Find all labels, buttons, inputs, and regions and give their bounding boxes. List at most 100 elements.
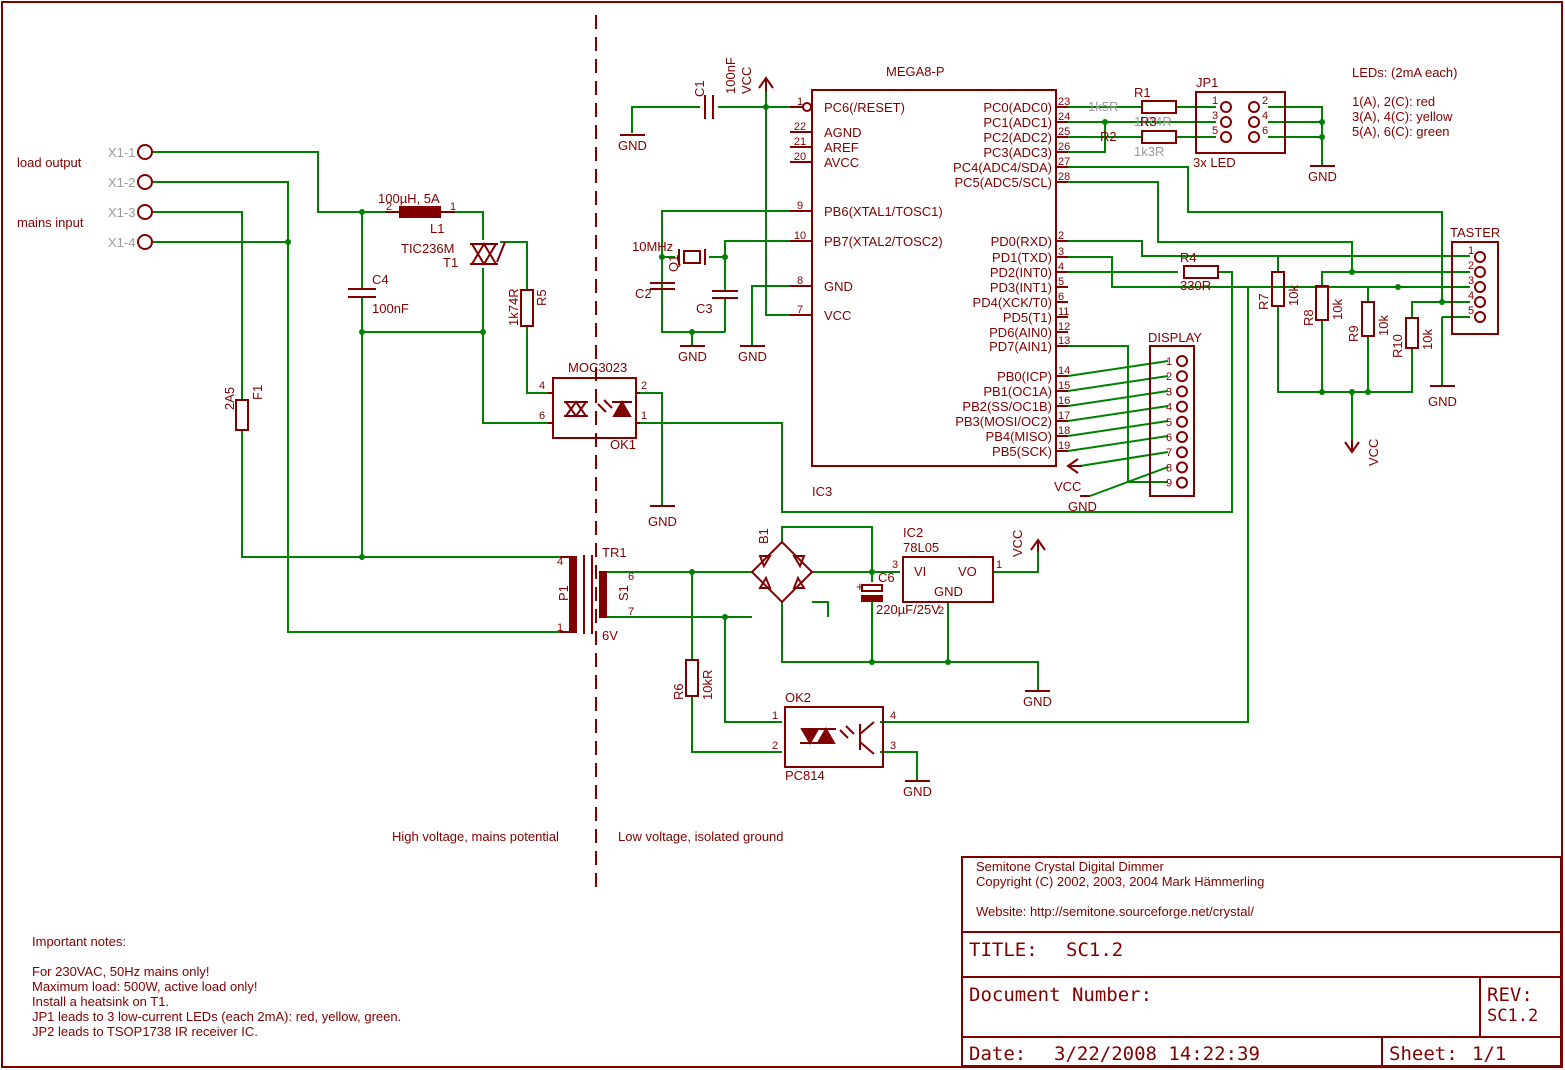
regulator-ic2: IC2 78L05 VI VO GND 3 1 2	[892, 525, 1002, 617]
display-pin-number: 8	[1166, 462, 1172, 474]
tr1-secondary: S1	[616, 585, 631, 601]
connector-taster: TASTER 1 2 3 4 5	[1450, 225, 1500, 335]
l1-pin2: 2	[386, 201, 392, 213]
project-name: Semitone Crystal Digital Dimmer	[976, 859, 1164, 874]
mcu-pin-label: PD0(RXD)	[991, 234, 1052, 249]
vcc-label-reset: VCC	[739, 67, 754, 94]
note-load: Maximum load: 500W, active load only!	[32, 979, 257, 994]
vcc-label-taster: VCC	[1366, 439, 1381, 466]
x1-pin-4-label: X1-4	[108, 235, 135, 250]
mcu-pin-number: 18	[1058, 425, 1070, 437]
mcu-pin-number: 21	[794, 136, 806, 148]
jp1-pin-5: 5	[1212, 125, 1218, 137]
mcu-pin-number: 6	[1058, 291, 1064, 303]
mcu-pin-number: 7	[797, 304, 803, 316]
display-pin	[1176, 400, 1188, 413]
display-pin-number: 1	[1166, 356, 1172, 368]
display-pin	[1176, 385, 1188, 398]
tr1-value: 6V	[602, 628, 618, 643]
jp1-pin-1: 1	[1212, 95, 1218, 107]
display-pin-number: 7	[1166, 447, 1172, 459]
r2-value: 1k3R	[1134, 144, 1164, 159]
taster-name: TASTER	[1450, 225, 1500, 240]
tr1-primary: P1	[556, 585, 571, 601]
c6-value: 220µF/25V	[876, 602, 940, 617]
date-label: Date:	[969, 1043, 1026, 1065]
r8-value: 10k	[1330, 299, 1345, 320]
mcu-pin-label: PB7(XTAL2/TOSC2)	[824, 234, 943, 249]
taster-pin-2: 2	[1468, 260, 1474, 272]
mcu-pin-number: 14	[1058, 365, 1070, 377]
c6-name: C6	[878, 570, 895, 585]
gnd-label-ok1: GND	[648, 514, 677, 529]
gnd-label-crystal: GND	[678, 349, 707, 364]
display-pin	[1176, 446, 1188, 459]
mcu-pin-label: PC2(ADC2)	[983, 130, 1052, 145]
mcu-pin-number: 23	[1058, 96, 1070, 108]
header-jp1: JP1 3x LED 1 2 3 4 5 6	[1193, 75, 1286, 170]
ic2-pin-1: 1	[996, 559, 1002, 571]
r2-name: R2	[1100, 129, 1117, 144]
note-heatsink: Install a heatsink on T1.	[32, 994, 169, 1009]
ok1-pin-1: 1	[641, 410, 647, 422]
ic2-pin-3: 3	[892, 559, 898, 571]
led-note-yellow: 3(A), 4(C): yellow	[1352, 109, 1453, 124]
crystal-q1: 10MHz Q1	[632, 239, 706, 272]
document-number-label: Document Number:	[969, 984, 1152, 1006]
ok2-pin-1: 1	[772, 710, 778, 722]
q1-name: Q1	[666, 255, 681, 272]
mcu-pin-number: 1	[797, 96, 803, 108]
mcu-pin-number: 27	[1058, 156, 1070, 168]
mcu-pin-label: PD2(INT0)	[990, 265, 1052, 280]
mcu-pin-label: PB4(MISO)	[986, 429, 1052, 444]
ok2-pin-3: 3	[890, 740, 896, 752]
led-note-title: LEDs: (2mA each)	[1352, 65, 1458, 80]
jp1-name: JP1	[1196, 75, 1218, 90]
r7-value: 10k	[1286, 285, 1301, 306]
copyright: Copyright (C) 2002, 2003, 2004 Mark Hämm…	[976, 874, 1264, 889]
ok2-pin-2: 2	[772, 740, 778, 752]
zone-low-voltage: Low voltage, isolated ground	[618, 829, 784, 844]
title-value: SC1.2	[1066, 939, 1123, 961]
mcu-pin-label: PB2(SS/OC1B)	[962, 399, 1052, 414]
gnd-label-jp1: GND	[1308, 169, 1337, 184]
led-note-green: 5(A), 6(C): green	[1352, 124, 1450, 139]
resistor-r1: R1 1k5R	[1088, 85, 1177, 114]
ok1-pin-2: 2	[641, 380, 647, 392]
display-pin-number: 5	[1166, 417, 1172, 429]
optocoupler-ok2: OK2 PC814 1 2 4 3	[772, 690, 896, 783]
display-pin	[1176, 355, 1188, 367]
mcu-pin-number: 16	[1058, 395, 1070, 407]
l1-pin1: 1	[450, 201, 456, 213]
ic2-value: 78L05	[903, 540, 939, 555]
mcu-pin-number: 4	[1058, 261, 1064, 273]
mcu-pin-number: 10	[794, 230, 806, 242]
note-title: Important notes:	[32, 934, 126, 949]
jp1-pin-3: 3	[1212, 110, 1218, 122]
mcu-pin-number: 5	[1058, 276, 1064, 288]
revision-label: REV:	[1487, 984, 1533, 1006]
vcc-label-regulator: VCC	[1010, 530, 1025, 557]
mcu-pin-number: 8	[797, 275, 803, 287]
r5-value: 1k74R	[506, 288, 521, 326]
resistor-r10: R10 10k	[1390, 317, 1435, 358]
mcu-pin-number: 20	[794, 151, 806, 163]
r8-name: R8	[1301, 309, 1316, 326]
display-name: DISPLAY	[1148, 330, 1202, 345]
r6-value: 10kR	[700, 670, 715, 700]
t1-value: TIC236M	[401, 241, 454, 256]
mcu-pin-label: PC4(ADC4/SDA)	[953, 160, 1052, 175]
tr1-pin-6: 6	[628, 571, 634, 583]
wires	[153, 90, 1470, 780]
note-jp2: JP2 leads to TSOP1738 IR receiver IC.	[32, 1024, 258, 1039]
r3-value: 1k74R	[1134, 114, 1172, 129]
bridge-b1: B1	[750, 528, 814, 604]
mcu-pin-number: 9	[797, 200, 803, 212]
mcu-pin-label: PD6(AIN0)	[989, 325, 1052, 340]
ic2-pin-2: 2	[938, 605, 944, 617]
mcu-pin-label: PD4(XCK/T0)	[973, 295, 1052, 310]
ground-symbols: GND GND GND GND GND GND GND GND GND	[618, 134, 1457, 799]
mcu-pin-label: PC3(ADC3)	[983, 145, 1052, 160]
